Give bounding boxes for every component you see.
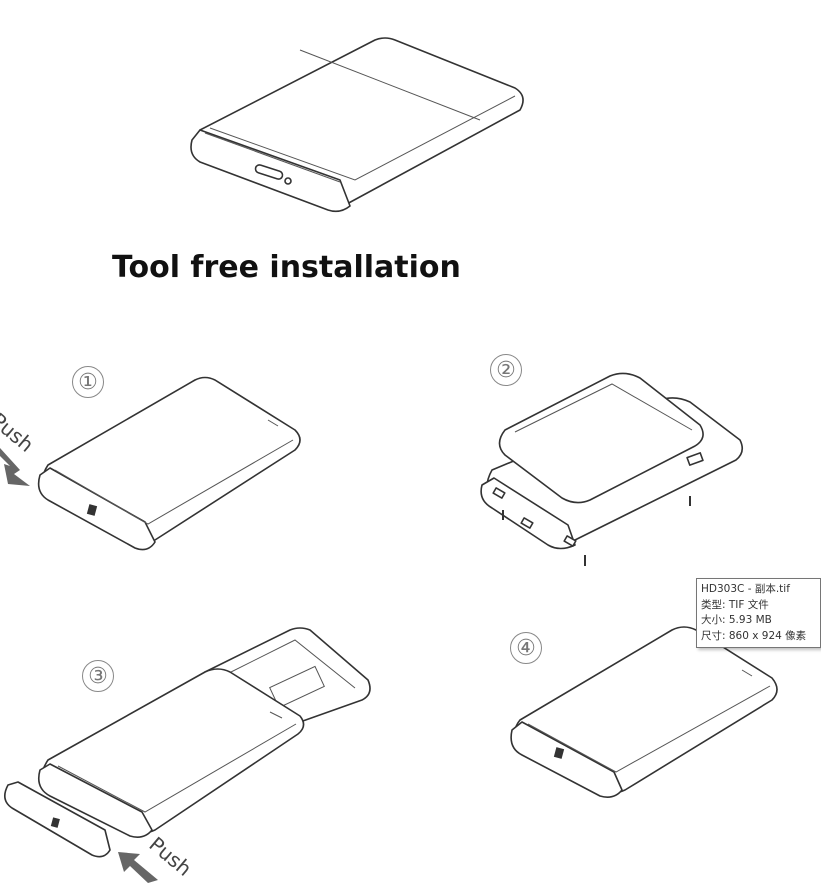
push-arrow-icon [118,852,158,883]
page-title: Tool free installation [112,250,461,285]
file-info-tooltip: HD303C - 副本.tif 类型: TIF 文件 大小: 5.93 MB 尺… [696,578,821,648]
tooltip-filename: HD303C - 副本.tif [701,583,790,595]
step-number-4: ④ [510,632,542,664]
tooltip-size: 大小: 5.93 MB [701,614,772,626]
step3-enclosure-icon [4,627,371,858]
step-number-1: ① [72,366,104,398]
push-arrow-icon [0,448,30,486]
step-number-2: ② [490,354,522,386]
step1-enclosure-icon [37,376,301,551]
tooltip-dimensions: 尺寸: 860 x 924 像素 [701,629,807,642]
step2-enclosure-icon [480,372,744,566]
hero-enclosure-icon [190,37,524,213]
tooltip-type: 类型: TIF 文件 [701,598,769,611]
step-number-3: ③ [82,660,114,692]
step4-enclosure-icon [510,626,778,798]
